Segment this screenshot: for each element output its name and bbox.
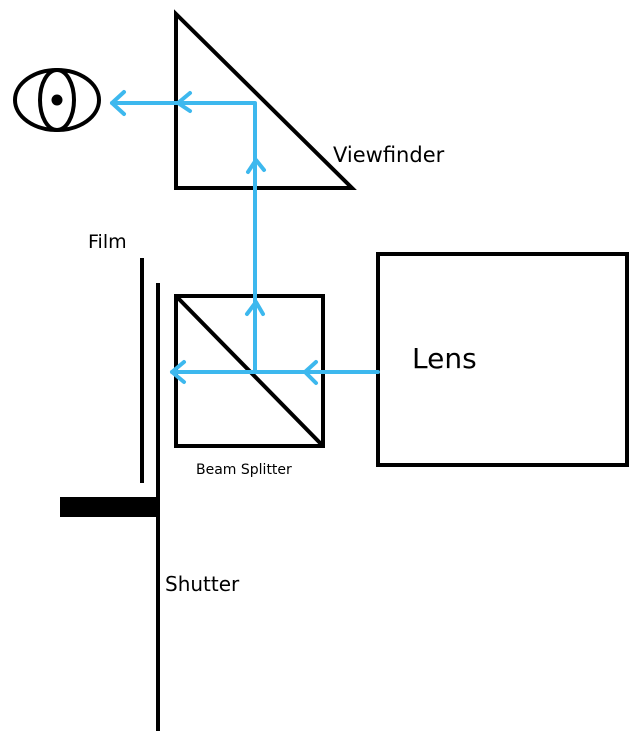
arrow-left-icon <box>303 360 318 385</box>
lens-label: Lens <box>412 342 477 375</box>
arrow-up-icon <box>245 300 265 316</box>
beam-splitter-label: Beam Splitter <box>196 462 292 478</box>
arrow-left-icon <box>176 91 192 113</box>
shutter-label: Shutter <box>165 572 240 596</box>
light-path <box>110 90 380 385</box>
arrow-left-icon <box>170 360 186 384</box>
arrow-up-icon <box>246 158 266 174</box>
shutter-bar <box>60 497 158 517</box>
film-label: Film <box>88 231 127 253</box>
lens-box <box>376 252 629 467</box>
arrow-left-icon <box>110 90 126 116</box>
viewfinder-label: Viewfinder <box>333 143 445 167</box>
eye-icon <box>13 68 101 132</box>
